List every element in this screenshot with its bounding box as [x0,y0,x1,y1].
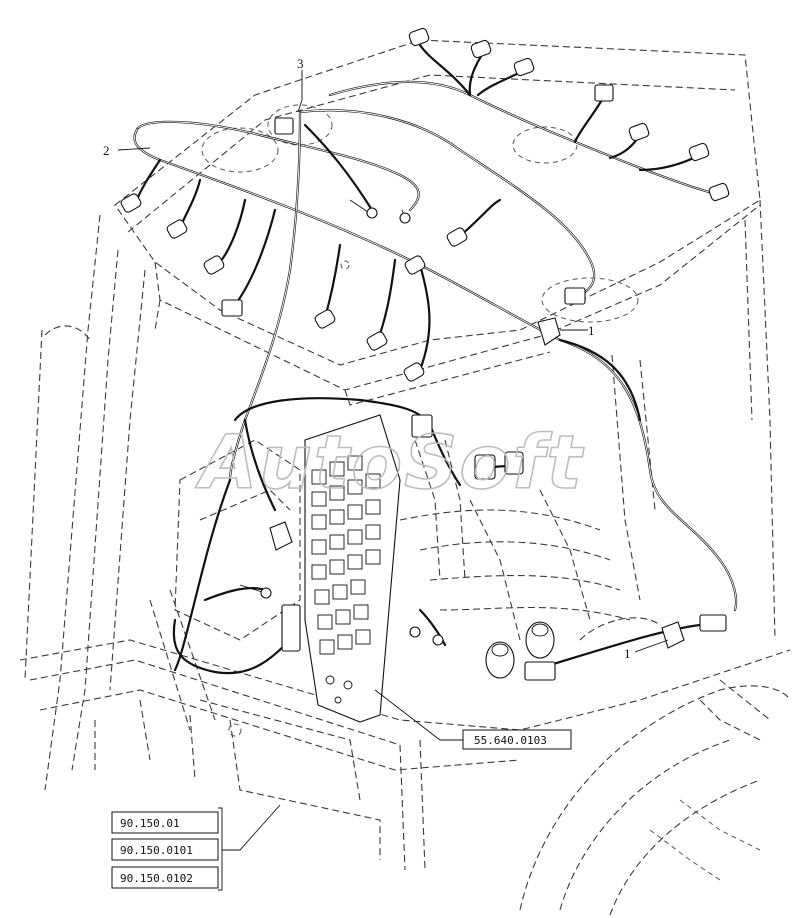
callout-item-3: 3 [297,56,304,71]
reference-label: 90.150.01 [120,817,180,830]
watermark-text: AutoSoft [195,420,584,506]
callout-item-2: 2 [103,143,110,158]
connector-plug [120,27,730,681]
reference-label: 90.150.0102 [120,872,193,885]
callout-leaders [117,70,669,851]
bulb-holder [269,317,685,649]
cab-outline [19,39,791,916]
reference-box-b[interactable]: 90.150.0101 [111,838,219,861]
reference-label: 90.150.0101 [120,844,193,857]
switch [474,451,555,679]
reference-box-group: 90.150.01 90.150.0101 90.150.0102 [111,807,223,891]
roof-harness [133,43,738,675]
reference-box-a[interactable]: 90.150.01 [111,811,219,834]
reference-box-fuse[interactable]: 55.640.0103 [462,729,572,750]
fuse-relay-box [304,414,401,723]
callout-item-1-lower: 1 [624,646,631,661]
connectors [120,27,730,681]
reference-box-c[interactable]: 90.150.0102 [111,866,219,889]
reference-label: 55.640.0103 [474,734,547,747]
callout-item-1-upper: 1 [588,323,595,338]
ring-terminal [239,199,444,646]
